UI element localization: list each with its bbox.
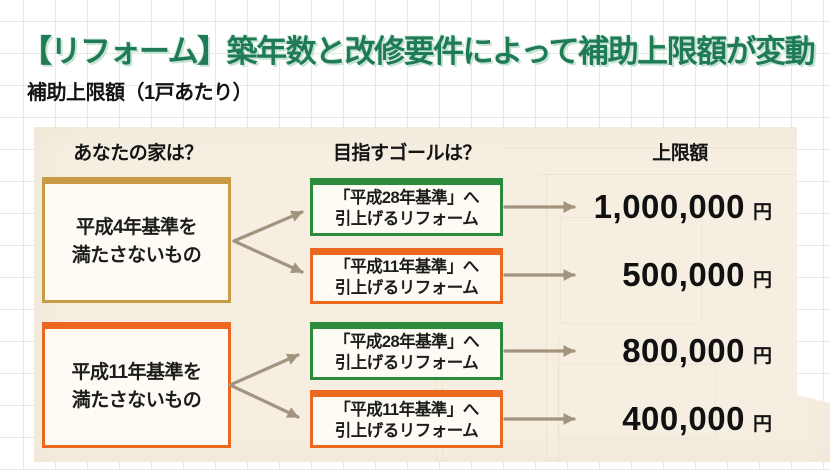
arrow-house1-goal1 <box>232 210 304 243</box>
house-box-line: 満たさないもの <box>71 245 202 266</box>
goal-box-line: 引上げるリフォーム <box>334 279 479 297</box>
amount-unit: 円 <box>752 270 772 291</box>
house-box-line: 平成4年基準を <box>75 217 198 239</box>
amount-unit: 円 <box>752 414 772 435</box>
page-subtitle: 補助上限額（1戸あたり） <box>27 82 253 104</box>
goal-box-line: 「平成11年基準」へ <box>334 257 479 276</box>
amount-row: 400,000 円 <box>512 393 772 445</box>
amount-value: 500,000 <box>622 256 745 293</box>
amount-row: 1,000,000 円 <box>512 181 772 233</box>
goal-box-heisei11-lower: 「平成11年基準」へ 引上げるリフォーム <box>310 390 503 448</box>
diagram-panel: あなたの家は？ 目指すゴールは？ 上限額 平成4年基準を 満たさないもの 平成1… <box>34 127 830 462</box>
goal-box-heisei28-lower: 「平成28年基準」へ 引上げるリフォーム <box>310 322 503 380</box>
paper-texture-line <box>539 174 796 175</box>
arrow-house1-goal2 <box>232 239 304 274</box>
house-box-heisei4: 平成4年基準を 満たさないもの <box>42 177 231 303</box>
goal-box-line: 引上げるリフォーム <box>334 354 479 372</box>
goal-box-heisei28-upper: 「平成28年基準」へ 引上げるリフォーム <box>310 178 503 236</box>
amount-value: 800,000 <box>622 332 745 369</box>
goal-box-heisei11-upper: 「平成11年基準」へ 引上げるリフォーム <box>310 248 503 304</box>
flow-arrows <box>228 201 576 425</box>
amount-value: 400,000 <box>622 400 745 437</box>
paper-texture-line <box>558 337 559 462</box>
amount-row: 500,000 円 <box>512 249 772 301</box>
column-header-goal: 目指すゴールは？ <box>332 143 482 164</box>
page-title: 【リフォーム】築年数と改修要件によって補助上限額が変動 <box>21 34 816 69</box>
paper-texture-rect <box>560 217 702 324</box>
goal-box-line: 「平成28年基準」へ <box>333 332 480 351</box>
house-box-line: 満たさないもの <box>71 390 202 411</box>
paper-texture-rect <box>558 364 716 439</box>
goal-box-line: 引上げるリフォーム <box>334 422 479 440</box>
goal-box-line: 「平成28年基準」へ <box>333 188 480 207</box>
column-header-house: あなたの家は？ <box>73 143 203 164</box>
amount-row: 800,000 円 <box>512 325 772 377</box>
amount-value: 1,000,000 <box>593 188 745 225</box>
column-header-amount: 上限額 <box>652 143 708 164</box>
arrow-house2-goal4 <box>228 383 300 419</box>
house-box-line: 平成11年基準を <box>71 362 202 384</box>
house-box-heisei11: 平成11年基準を 満たさないもの <box>42 322 231 448</box>
paper-texture-line <box>546 174 547 462</box>
paper-texture-line <box>504 147 796 148</box>
amount-unit: 円 <box>752 346 772 367</box>
goal-box-line: 引上げるリフォーム <box>334 210 479 228</box>
arrow-house2-goal3 <box>228 353 300 387</box>
goal-box-line: 「平成11年基準」へ <box>334 400 479 419</box>
amount-unit: 円 <box>752 202 772 223</box>
